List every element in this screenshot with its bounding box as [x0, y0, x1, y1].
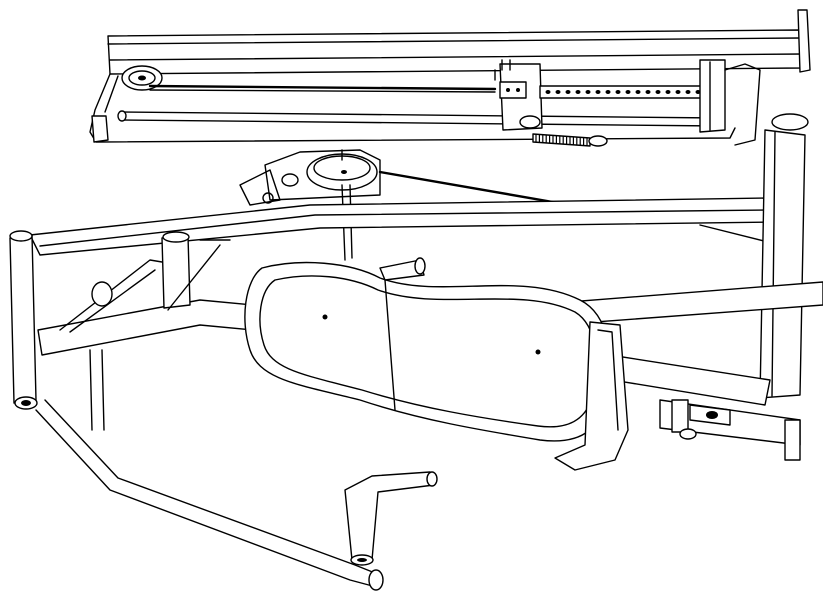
adjustment-hole [605, 90, 611, 94]
adjustment-hole [685, 90, 691, 94]
adjustment-hole [665, 90, 671, 94]
adjustment-hole [545, 90, 551, 94]
adjust-bracket [659, 399, 801, 461]
main-tube [29, 197, 776, 256]
adjustment-hole [675, 90, 681, 94]
cable [148, 84, 497, 91]
adjustment-hole [615, 90, 621, 94]
diagonal-cable [378, 170, 572, 207]
mid-post [161, 235, 191, 309]
carriage [494, 59, 543, 131]
seat-knob [379, 257, 426, 281]
adjustment-hole [655, 90, 661, 94]
back-pad-shell [554, 321, 629, 471]
adjustment-hole [585, 90, 591, 94]
adjustment-hole [595, 90, 601, 94]
rail-end-plate [797, 9, 811, 73]
seat-pad [244, 261, 611, 442]
adjustment-hole [565, 90, 571, 94]
adjustment-hole [645, 90, 651, 94]
left-post-cap [9, 230, 33, 242]
adjustment-bar [539, 85, 713, 99]
adjustment-hole [575, 90, 581, 94]
guide-rod [119, 111, 721, 119]
lower-rail-channel [89, 73, 736, 143]
left-frame [9, 230, 384, 591]
adjustment-hole [625, 90, 631, 94]
top-rail-assembly [89, 9, 811, 147]
adjustment-hole [695, 90, 701, 94]
carriage-knob [519, 115, 541, 129]
upright-cap [771, 113, 809, 131]
floor-leg [35, 409, 381, 589]
pivot-hub [239, 149, 381, 261]
foot-handle [344, 471, 438, 566]
tension-spring [532, 133, 608, 147]
left-post [9, 234, 37, 404]
back-pad [554, 321, 629, 471]
front-pulley [121, 65, 163, 91]
right-upright [759, 129, 806, 399]
adjustment-hole [555, 90, 561, 94]
rear-bracket [91, 115, 109, 143]
adjustment-hole [635, 90, 641, 94]
seat-cushion [244, 261, 611, 442]
foot-handle-bar [344, 471, 435, 561]
rail-stop-block [699, 59, 726, 133]
